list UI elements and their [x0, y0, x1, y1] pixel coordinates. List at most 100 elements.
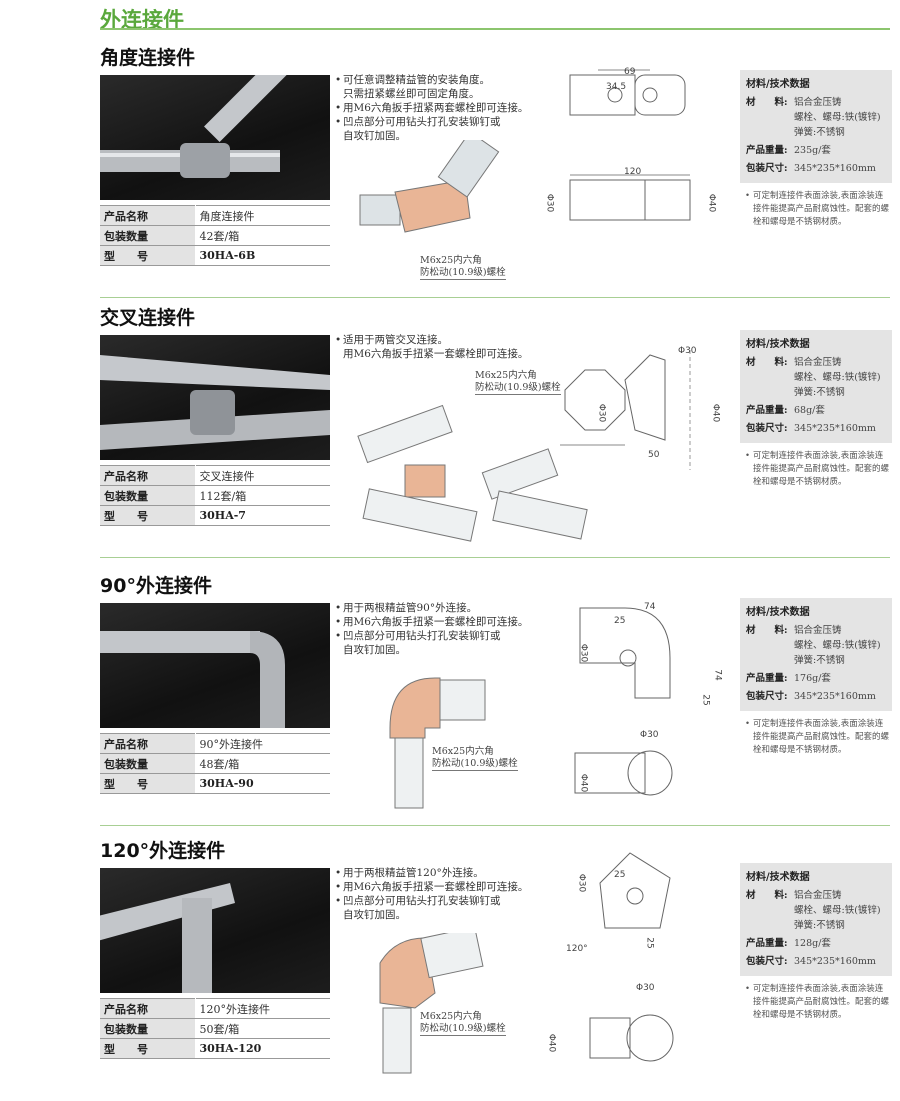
dimension-label: Φ30: [596, 403, 607, 423]
product-photo: [100, 868, 330, 993]
bolt-spec: M6x25内六角: [432, 746, 494, 757]
dimension-label: Φ30: [576, 873, 587, 893]
model-number: 30HA-90: [195, 773, 330, 794]
section-title: 交叉连接件: [100, 307, 196, 329]
bolt-grade: 防松动(10.9级)螺栓: [432, 758, 518, 769]
label-name: 产品名称: [100, 205, 196, 226]
package-label: 包装尺寸:: [746, 691, 788, 702]
label-qty: 包装数量: [100, 1018, 196, 1039]
dimension-label: Φ30: [640, 730, 659, 740]
dimension-label: 69: [624, 67, 636, 77]
label-qty: 包装数量: [100, 485, 196, 506]
product-photo: [100, 603, 330, 728]
technical-drawing: [540, 40, 740, 300]
label-qty: 包装数量: [100, 225, 196, 246]
package-label: 包装尺寸:: [746, 163, 788, 174]
feature-item: 用M6六角扳手扭紧一套螺栓即可连接。: [335, 880, 535, 894]
bolt-callout: M6x25内六角防松动(10.9级)螺栓: [475, 370, 561, 395]
model-number: 30HA-6B: [195, 245, 330, 266]
dimension-label: Φ30: [678, 346, 697, 356]
feature-item: 适用于两管交叉连接。: [335, 333, 535, 347]
dimension-label: 25: [700, 694, 711, 706]
weight-label: 产品重量:: [746, 405, 788, 416]
bolt-grade: 防松动(10.9级)螺栓: [475, 382, 561, 393]
material-label: 材 料:: [746, 357, 788, 368]
spec-title: 材料/技术数据: [746, 339, 810, 350]
coating-note: 可定制连接件表面涂装,表面涂装连接件能提高产品耐腐蚀性。配套的螺栓和螺母是不锈钢…: [745, 190, 890, 229]
spec-box: 材料/技术数据 材 料:铝合金压铸螺栓、螺母:铁(镀锌)弹簧:不锈钢 产品重量:…: [740, 863, 892, 976]
product-name: 角度连接件: [195, 205, 330, 226]
package-label: 包装尺寸:: [746, 956, 788, 967]
spec-box: 材料/技术数据 材 料:铝合金压铸螺栓、螺母:铁(镀锌)弹簧:不锈钢 产品重量:…: [740, 598, 892, 711]
material-value: 弹簧:不锈钢: [794, 920, 845, 931]
assembly-illustration: [345, 400, 588, 542]
bolt-grade: 防松动(10.9级)螺栓: [420, 1023, 506, 1034]
package-qty: 48套/箱: [195, 753, 330, 774]
dimension-label: Φ40: [546, 1033, 557, 1053]
feature-item: 凹点部分可用钻头打孔安装铆钉或: [335, 115, 535, 129]
label-name: 产品名称: [100, 465, 196, 486]
product-name: 交叉连接件: [195, 465, 330, 486]
material-value: 铝合金压铸: [794, 625, 842, 636]
assembly-illustration: [345, 926, 545, 1074]
spec-title: 材料/技术数据: [746, 79, 810, 90]
section-title: 90°外连接件: [100, 575, 212, 597]
weight-value: 235g/套: [794, 145, 831, 156]
material-value: 铝合金压铸: [794, 890, 842, 901]
spec-title: 材料/技术数据: [746, 607, 810, 618]
feature-item: 用M6六角扳手扭紧两套螺栓即可连接。: [335, 101, 535, 115]
product-name: 90°外连接件: [195, 733, 330, 754]
weight-value: 176g/套: [794, 673, 831, 684]
model-number: 30HA-120: [195, 1038, 330, 1059]
dimension-label: Φ40: [706, 193, 717, 213]
feature-list: 适用于两管交叉连接。用M6六角扳手扭紧一套螺栓即可连接。: [335, 333, 535, 361]
dimension-label: Φ30: [578, 643, 589, 663]
dimension-label: 74: [644, 602, 656, 612]
material-value: 螺栓、螺母:铁(镀锌): [794, 905, 881, 916]
table-row: 产品名称角度连接件: [100, 205, 330, 226]
weight-label: 产品重量:: [746, 145, 788, 156]
package-label: 包装尺寸:: [746, 423, 788, 434]
feature-item: 用M6六角扳手扭紧一套螺栓即可连接。: [335, 615, 535, 629]
package-qty: 112套/箱: [195, 485, 330, 506]
dimension-label: 25: [644, 937, 655, 949]
dimension-label: Φ40: [710, 403, 721, 423]
material-value: 弹簧:不锈钢: [794, 655, 845, 666]
dimension-label: 25: [614, 870, 626, 880]
feature-item: 凹点部分可用钻头打孔安装铆钉或: [335, 894, 535, 908]
bolt-spec: M6x25内六角: [420, 255, 482, 266]
bolt-spec: M6x25内六角: [420, 1011, 482, 1022]
material-value: 螺栓、螺母:铁(镀锌): [794, 372, 881, 383]
package-qty: 50套/箱: [195, 1018, 330, 1039]
package-qty: 42套/箱: [195, 225, 330, 246]
assembly-illustration: [345, 131, 545, 280]
assembly-illustration: [345, 668, 545, 809]
package-value: 345*235*160mm: [794, 956, 876, 967]
model-number: 30HA-7: [195, 505, 330, 526]
dimension-label: 74: [712, 669, 723, 681]
bolt-grade: 防松动(10.9级)螺栓: [420, 267, 506, 278]
dimension-label: 34.5: [606, 82, 627, 92]
product-name: 120°外连接件: [195, 998, 330, 1019]
material-label: 材 料:: [746, 890, 788, 901]
feature-list: 可任意调整精益管的安装角度。只需扭紧螺丝即可固定角度。用M6六角扳手扭紧两套螺栓…: [335, 73, 535, 143]
dimension-label: 120: [624, 167, 642, 177]
material-value: 铝合金压铸: [794, 357, 842, 368]
label-name: 产品名称: [100, 998, 196, 1019]
label-model: 型 号: [100, 1038, 196, 1059]
material-value: 弹簧:不锈钢: [794, 387, 845, 398]
material-label: 材 料:: [746, 625, 788, 636]
spec-title: 材料/技术数据: [746, 872, 810, 883]
feature-item: 可任意调整精益管的安装角度。: [335, 73, 535, 87]
dimension-label: Φ30: [544, 193, 555, 213]
section-title: 120°外连接件: [100, 840, 226, 862]
